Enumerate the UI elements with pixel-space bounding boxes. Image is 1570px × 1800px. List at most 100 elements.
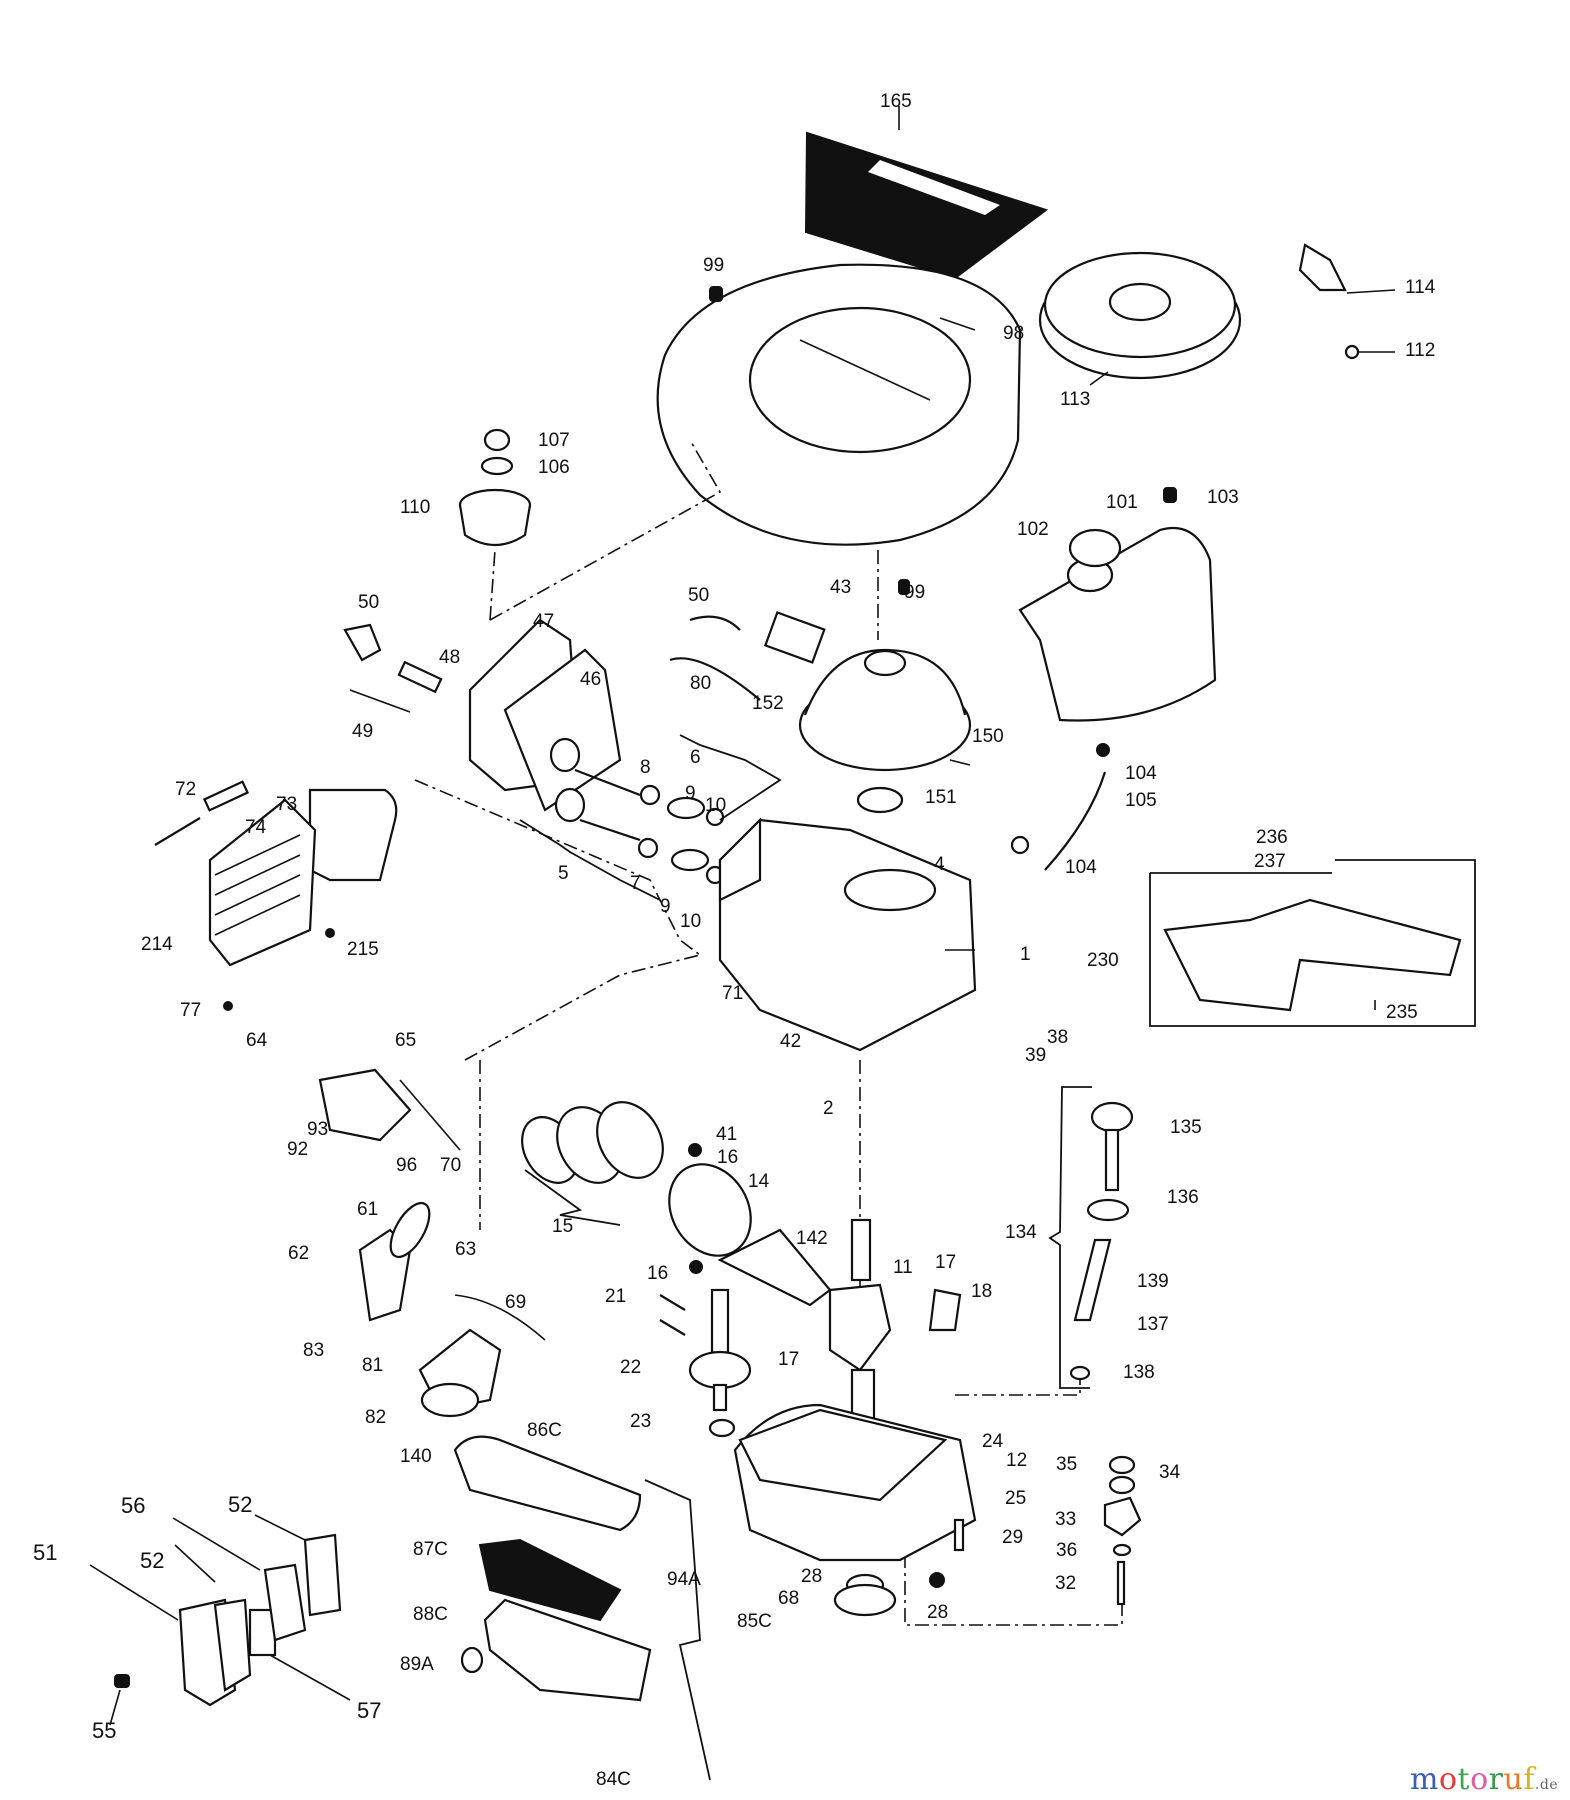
label-101: 101 bbox=[1106, 492, 1138, 513]
label-165: 165 bbox=[880, 91, 912, 112]
label-107: 107 bbox=[538, 430, 570, 451]
label-32: 32 bbox=[1055, 1573, 1077, 1594]
label-65: 65 bbox=[395, 1030, 417, 1051]
label-36: 36 bbox=[1056, 1540, 1078, 1561]
label-94A: 94A bbox=[667, 1569, 701, 1590]
label-28-left: 28 bbox=[801, 1566, 823, 1587]
label-135: 135 bbox=[1170, 1117, 1202, 1138]
breather-parts-51-57 bbox=[114, 1533, 342, 1707]
label-104-bottom: 104 bbox=[1065, 857, 1097, 878]
cylinder-head-parts-46-47 bbox=[468, 618, 622, 812]
label-214: 214 bbox=[141, 934, 173, 955]
watermark-letter: f bbox=[1523, 1762, 1535, 1797]
label-150: 150 bbox=[972, 726, 1004, 747]
label-51: 51 bbox=[33, 1540, 58, 1565]
label-52-bottom: 52 bbox=[140, 1548, 165, 1573]
label-22: 22 bbox=[620, 1357, 642, 1378]
label-52-top: 52 bbox=[228, 1492, 253, 1517]
label-38: 38 bbox=[1047, 1027, 1069, 1048]
label-93: 93 bbox=[307, 1119, 329, 1140]
label-41: 41 bbox=[716, 1124, 738, 1145]
label-6: 6 bbox=[690, 747, 701, 768]
label-24: 24 bbox=[982, 1431, 1004, 1452]
label-134: 134 bbox=[1005, 1222, 1037, 1243]
label-55: 55 bbox=[92, 1718, 117, 1743]
crankcase-cover-part-25 bbox=[733, 1403, 977, 1617]
label-9-top: 9 bbox=[685, 783, 696, 804]
label-136: 136 bbox=[1167, 1187, 1199, 1208]
label-81: 81 bbox=[362, 1355, 384, 1376]
label-5: 5 bbox=[558, 863, 569, 884]
label-71: 71 bbox=[722, 983, 744, 1004]
label-34: 34 bbox=[1159, 1462, 1181, 1483]
label-29: 29 bbox=[1002, 1527, 1024, 1548]
label-113: 113 bbox=[1060, 389, 1091, 410]
recoil-starter-parts-112-114 bbox=[1038, 243, 1396, 386]
watermark-letter: o bbox=[1438, 1762, 1458, 1797]
screw-part-99 bbox=[709, 286, 910, 595]
label-43: 43 bbox=[830, 577, 852, 598]
label-103: 103 bbox=[1207, 487, 1239, 508]
label-57: 57 bbox=[357, 1698, 382, 1723]
watermark-brand: motoruf bbox=[1410, 1762, 1535, 1797]
label-112: 112 bbox=[1405, 340, 1436, 361]
valve-parts-5-10 bbox=[519, 734, 782, 901]
label-89A: 89A bbox=[400, 1654, 434, 1675]
label-12: 12 bbox=[1006, 1450, 1028, 1471]
spark-plug-part-48 bbox=[343, 611, 826, 713]
label-106: 106 bbox=[538, 457, 570, 478]
label-62: 62 bbox=[288, 1243, 310, 1264]
label-74: 74 bbox=[245, 817, 267, 838]
label-68: 68 bbox=[778, 1588, 800, 1609]
watermark-tld: .de bbox=[1534, 1777, 1559, 1793]
label-80: 80 bbox=[690, 673, 712, 694]
cup-parts-106-107-110 bbox=[458, 428, 532, 546]
label-17-left: 17 bbox=[778, 1349, 800, 1370]
label-105: 105 bbox=[1125, 790, 1157, 811]
label-102: 102 bbox=[1017, 519, 1049, 540]
label-96: 96 bbox=[396, 1155, 418, 1176]
label-73: 73 bbox=[276, 794, 298, 815]
label-151: 151 bbox=[925, 787, 957, 808]
label-10-top: 10 bbox=[705, 795, 727, 816]
label-88C: 88C bbox=[413, 1604, 448, 1625]
label-21: 21 bbox=[605, 1286, 627, 1307]
label-39: 39 bbox=[1025, 1045, 1047, 1066]
label-7: 7 bbox=[630, 873, 641, 894]
label-50-left: 50 bbox=[358, 592, 380, 613]
motoruf-watermark-logo: motoruf.de bbox=[1410, 1762, 1558, 1797]
label-237: 237 bbox=[1254, 851, 1286, 872]
label-63: 63 bbox=[455, 1239, 477, 1260]
label-8: 8 bbox=[640, 757, 651, 778]
label-33: 33 bbox=[1055, 1509, 1077, 1530]
label-35: 35 bbox=[1056, 1454, 1078, 1475]
label-10-bottom: 10 bbox=[680, 911, 702, 932]
label-86C: 86C bbox=[527, 1420, 562, 1441]
assembly-guide-lines bbox=[414, 439, 1123, 1626]
label-140: 140 bbox=[400, 1446, 432, 1467]
label-114: 114 bbox=[1405, 277, 1436, 298]
label-99-top: 99 bbox=[703, 255, 725, 276]
leader-lines bbox=[89, 759, 975, 1726]
governor-parts-32-36 bbox=[1103, 1455, 1142, 1606]
label-98: 98 bbox=[1003, 323, 1025, 344]
label-9-bottom: 9 bbox=[660, 896, 671, 917]
label-16-top: 16 bbox=[717, 1147, 739, 1168]
label-14: 14 bbox=[748, 1171, 770, 1192]
carburetor-parts-61-140 bbox=[318, 1068, 546, 1418]
camshaft-part-22 bbox=[688, 1288, 752, 1438]
label-46: 46 bbox=[580, 669, 602, 690]
label-137: 137 bbox=[1137, 1314, 1169, 1335]
label-16-bottom: 16 bbox=[647, 1263, 669, 1284]
label-64: 64 bbox=[246, 1030, 268, 1051]
label-110: 110 bbox=[400, 497, 431, 518]
muffler-parts-73-214 bbox=[154, 780, 398, 1011]
label-69: 69 bbox=[505, 1292, 527, 1313]
label-85C: 85C bbox=[737, 1611, 772, 1632]
decal-part-165 bbox=[804, 106, 1049, 280]
label-18: 18 bbox=[971, 1281, 993, 1302]
label-4: 4 bbox=[934, 854, 945, 875]
label-50-right: 50 bbox=[688, 585, 710, 606]
flywheel-part-150 bbox=[798, 550, 972, 876]
